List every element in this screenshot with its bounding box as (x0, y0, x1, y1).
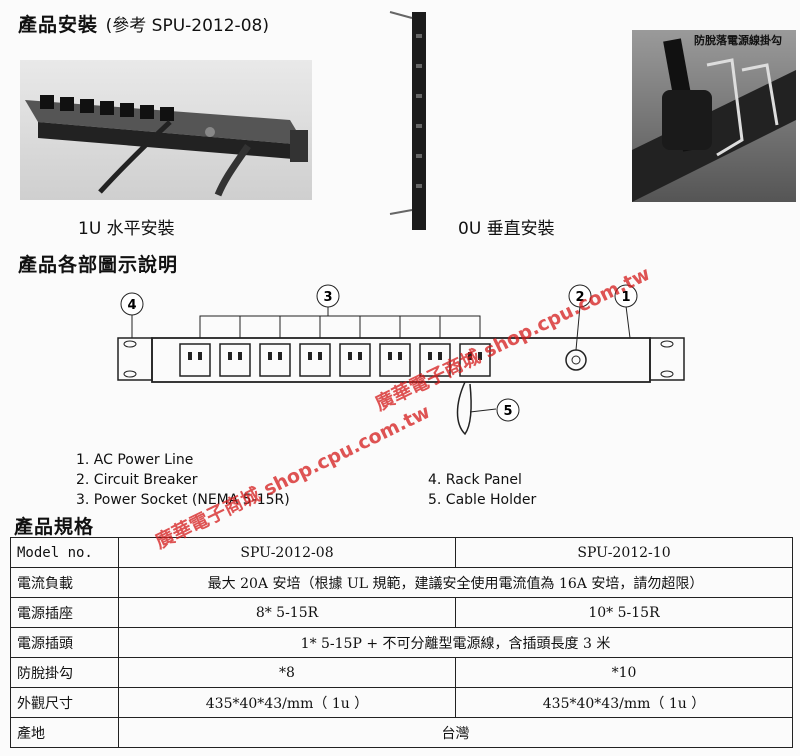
hook-caption: 防脫落電源線掛勾 (694, 34, 782, 47)
callout-1: 1 (621, 290, 630, 305)
cell-model-b: SPU-2012-10 (455, 537, 793, 568)
horizontal-pdu-drawing (25, 95, 308, 197)
table-row: Model no. SPU-2012-08 SPU-2012-10 (10, 537, 793, 568)
spec-table: Model no. SPU-2012-08 SPU-2012-10 電流負載 最… (10, 537, 793, 748)
row-label: 電源插頭 (10, 627, 119, 658)
cell-hook-a: *8 (118, 657, 456, 688)
cell-socket-a: 8* 5-15R (118, 597, 456, 628)
callout-4: 4 (127, 298, 136, 313)
vertical-pdu-drawing (389, 11, 426, 230)
cell-model-a: SPU-2012-08 (118, 537, 456, 568)
callout-2: 2 (575, 290, 584, 305)
table-row: 電源插頭 1* 5-15P + 不可分離型電源線，含插頭長度 3 米 (10, 627, 793, 658)
row-label: 產地 (10, 717, 119, 748)
callout-5: 5 (503, 404, 512, 419)
pdu-diagram: 4 3 2 1 5 (110, 284, 700, 444)
install-ref: (參考 SPU-2012-08) (105, 16, 269, 36)
row-label: Model no. (10, 537, 119, 568)
callout-3: 3 (323, 290, 332, 305)
pdu-line-drawing: 4 3 2 1 5 (117, 284, 685, 436)
row-label: 電源插座 (10, 597, 119, 628)
legend-item: 5. Cable Holder (428, 492, 537, 508)
legend-left: 1. AC Power Line 2. Circuit Breaker 3. P… (76, 450, 290, 510)
install-heading: 產品安裝 (參考 SPU-2012-08) (18, 10, 269, 37)
horizontal-caption: 1U 水平安裝 (78, 219, 175, 239)
row-label: 電流負載 (10, 567, 119, 598)
cell-origin: 台灣 (118, 717, 793, 748)
cell-socket-b: 10* 5-15R (455, 597, 793, 628)
legend-item: 4. Rack Panel (428, 472, 522, 488)
horizontal-install-photo (20, 60, 312, 200)
legend-item: 3. Power Socket (NEMA 5-15R) (76, 492, 290, 508)
table-row: 電源插座 8* 5-15R 10* 5-15R (10, 597, 793, 628)
table-row: 外觀尺寸 435*40*43/mm（ 1u ） 435*40*43/mm（ 1u… (10, 687, 793, 718)
vertical-caption: 0U 垂直安裝 (458, 219, 555, 239)
hook-drawing (632, 38, 796, 202)
cell-plug: 1* 5-15P + 不可分離型電源線，含插頭長度 3 米 (118, 627, 793, 658)
table-row: 防脫掛勾 *8 *10 (10, 657, 793, 688)
row-label: 外觀尺寸 (10, 687, 119, 718)
cell-size-b: 435*40*43/mm（ 1u ） (455, 687, 793, 718)
legend-item: 1. AC Power Line (76, 452, 194, 468)
row-label: 防脫掛勾 (10, 657, 119, 688)
install-title: 產品安裝 (18, 14, 99, 36)
diagram-title: 產品各部圖示說明 (18, 254, 179, 276)
cell-size-a: 435*40*43/mm（ 1u ） (118, 687, 456, 718)
legend-item: 2. Circuit Breaker (76, 472, 198, 488)
hook-photo (632, 30, 796, 202)
cell-current: 最大 20A 安培（根據 UL 規範，建議安全使用電流值為 16A 安培，請勿超… (118, 567, 793, 598)
legend-right: 4. Rack Panel 5. Cable Holder (428, 470, 536, 510)
spec-title: 產品規格 (14, 516, 95, 538)
cell-hook-b: *10 (455, 657, 793, 688)
vertical-install-photo (388, 4, 444, 232)
table-row: 產地 台灣 (10, 717, 793, 748)
table-row: 電流負載 最大 20A 安培（根據 UL 規範，建議安全使用電流值為 16A 安… (10, 567, 793, 598)
